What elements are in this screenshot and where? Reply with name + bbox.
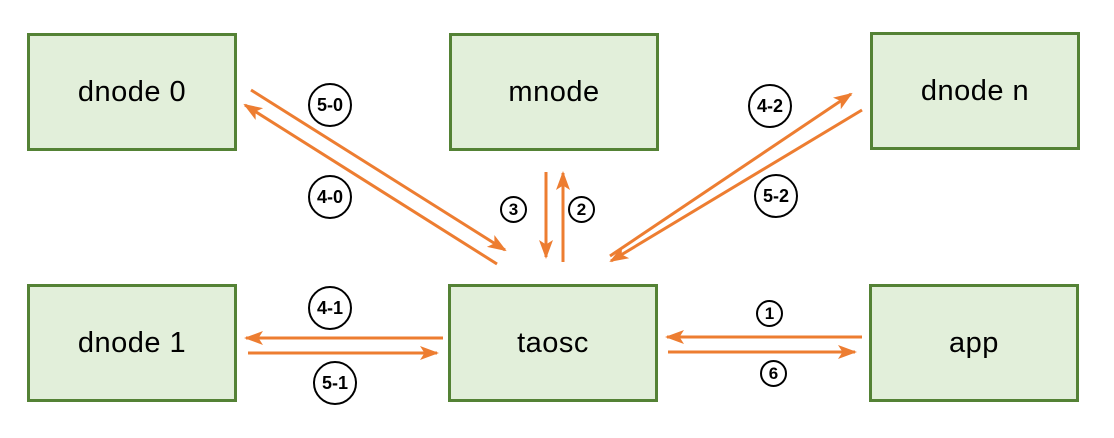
edge-label-4-1: 4-1 xyxy=(308,286,352,330)
edge-label-4-0: 4-0 xyxy=(308,175,352,219)
node-app: app xyxy=(869,284,1079,402)
edge-label-6: 6 xyxy=(760,360,787,387)
node-mnode: mnode xyxy=(449,33,659,151)
edge-label-5-1: 5-1 xyxy=(313,361,357,405)
node-dnode-0: dnode 0 xyxy=(27,33,237,151)
edge-label-5-2: 5-2 xyxy=(754,174,798,218)
node-dnode-1-label: dnode 1 xyxy=(77,326,187,359)
node-taosc-label: taosc xyxy=(517,326,589,359)
node-dnode-1: dnode 1 xyxy=(27,284,237,402)
edge-label-2: 2 xyxy=(568,196,595,223)
edge-label-5-0: 5-0 xyxy=(308,83,352,127)
node-dnode-n: dnode n xyxy=(870,32,1080,150)
node-dnode-0-label: dnode 0 xyxy=(77,75,187,108)
node-dnode-n-label: dnode n xyxy=(920,74,1030,107)
edge-label-4-2: 4-2 xyxy=(748,84,792,128)
node-taosc: taosc xyxy=(448,284,658,402)
node-mnode-label: mnode xyxy=(508,75,600,108)
node-app-label: app xyxy=(949,326,999,359)
edge-label-3: 3 xyxy=(500,196,527,223)
edge-label-1: 1 xyxy=(756,300,783,327)
